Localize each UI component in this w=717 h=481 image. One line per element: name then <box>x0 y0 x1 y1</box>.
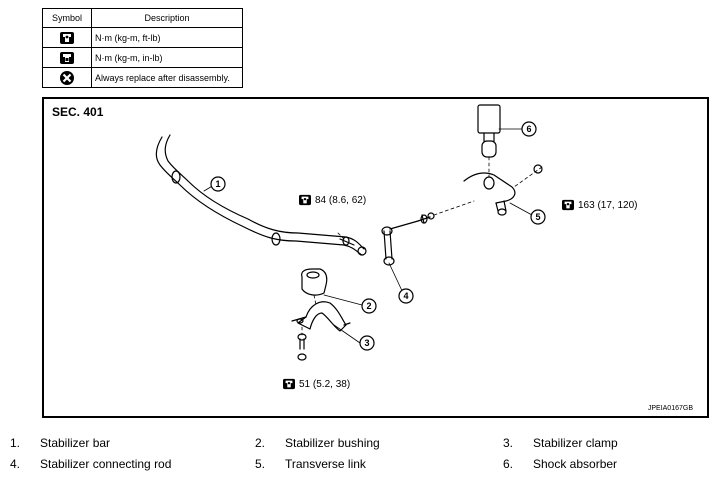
legend-header-row: Symbol Description <box>42 8 243 28</box>
torque-value: 163 (17, 120) <box>578 199 638 211</box>
always-replace-icon <box>60 70 74 85</box>
part-number: 5. <box>255 457 266 471</box>
list-item: 4. Stabilizer connecting rod <box>10 457 171 471</box>
alignment-lines <box>301 156 543 336</box>
part-number: 6. <box>503 457 514 471</box>
torque-wrench-icon <box>299 194 311 206</box>
legend-description: N·m (kg-m, in-lb) <box>91 47 243 68</box>
part-number: 2. <box>255 436 266 450</box>
callout-4: 4 <box>398 288 414 304</box>
list-item: 1. Stabilizer bar <box>10 436 110 450</box>
figure-id: JPEIA0167GB <box>647 405 693 412</box>
torque-value: 84 (8.6, 62) <box>315 194 367 206</box>
legend-header-symbol: Symbol <box>42 8 92 28</box>
torque-spec-rod-nut: 84 (8.6, 62) <box>298 194 366 206</box>
part-name: Stabilizer connecting rod <box>40 457 172 471</box>
torque-wrench-icon <box>562 199 574 211</box>
symbol-legend-table: Symbol Description N·m (kg-m, ft-lb) N·m… <box>42 8 243 88</box>
legend-row: N·m (kg-m, in-lb) <box>42 47 243 68</box>
list-item: 2. Stabilizer bushing <box>255 436 380 450</box>
clamp-bolt-shape <box>297 333 307 361</box>
torque-wrench-icon <box>283 378 295 390</box>
stabilizer-connecting-rod-shape <box>339 212 435 266</box>
part-number: 1. <box>10 436 21 450</box>
legend-description: N·m (kg-m, ft-lb) <box>91 27 243 48</box>
part-name: Stabilizer bar <box>40 436 111 450</box>
stabilizer-bushing-shape <box>301 268 328 296</box>
svg-text:2: 2 <box>366 301 371 311</box>
part-name: Stabilizer bushing <box>285 436 380 450</box>
callout-2: 2 <box>361 298 377 314</box>
shock-absorber-shape <box>477 104 501 158</box>
diagram-drawing: 1 2 3 4 5 6 <box>155 104 546 361</box>
callout-1: 1 <box>210 176 226 192</box>
svg-text:4: 4 <box>403 291 408 301</box>
svg-text:3: 3 <box>364 338 369 348</box>
part-number: 4. <box>10 457 21 471</box>
torque-wrench-small-icon <box>60 51 74 64</box>
part-name: Stabilizer clamp <box>533 436 618 450</box>
list-item: 5. Transverse link <box>255 457 366 471</box>
svg-text:5: 5 <box>535 212 540 222</box>
legend-header-description: Description <box>91 8 243 28</box>
section-label: SEC. 401 <box>52 105 104 119</box>
callout-6: 6 <box>521 121 537 137</box>
callout-3: 3 <box>359 335 375 351</box>
list-item: 3. Stabilizer clamp <box>503 436 618 450</box>
exploded-view-diagram: 1 2 3 4 5 6 SEC. 401 <box>42 97 709 418</box>
callout-5: 5 <box>530 209 546 225</box>
legend-row: Always replace after disassembly. <box>42 67 243 88</box>
transverse-link-shape <box>463 172 516 216</box>
torque-spec-link-nut: 163 (17, 120) <box>561 199 638 211</box>
svg-text:6: 6 <box>526 124 531 134</box>
legend-description: Always replace after disassembly. <box>91 67 243 88</box>
torque-value: 51 (5.2, 38) <box>299 378 351 390</box>
torque-spec-clamp-bolt: 51 (5.2, 38) <box>282 378 350 390</box>
list-item: 6. Shock absorber <box>503 457 617 471</box>
legend-row: N·m (kg-m, ft-lb) <box>42 27 243 48</box>
stabilizer-clamp-shape <box>291 301 351 332</box>
svg-text:1: 1 <box>215 179 220 189</box>
part-name: Transverse link <box>285 457 366 471</box>
part-number: 3. <box>503 436 514 450</box>
torque-wrench-icon <box>60 31 74 44</box>
part-name: Shock absorber <box>533 457 618 471</box>
